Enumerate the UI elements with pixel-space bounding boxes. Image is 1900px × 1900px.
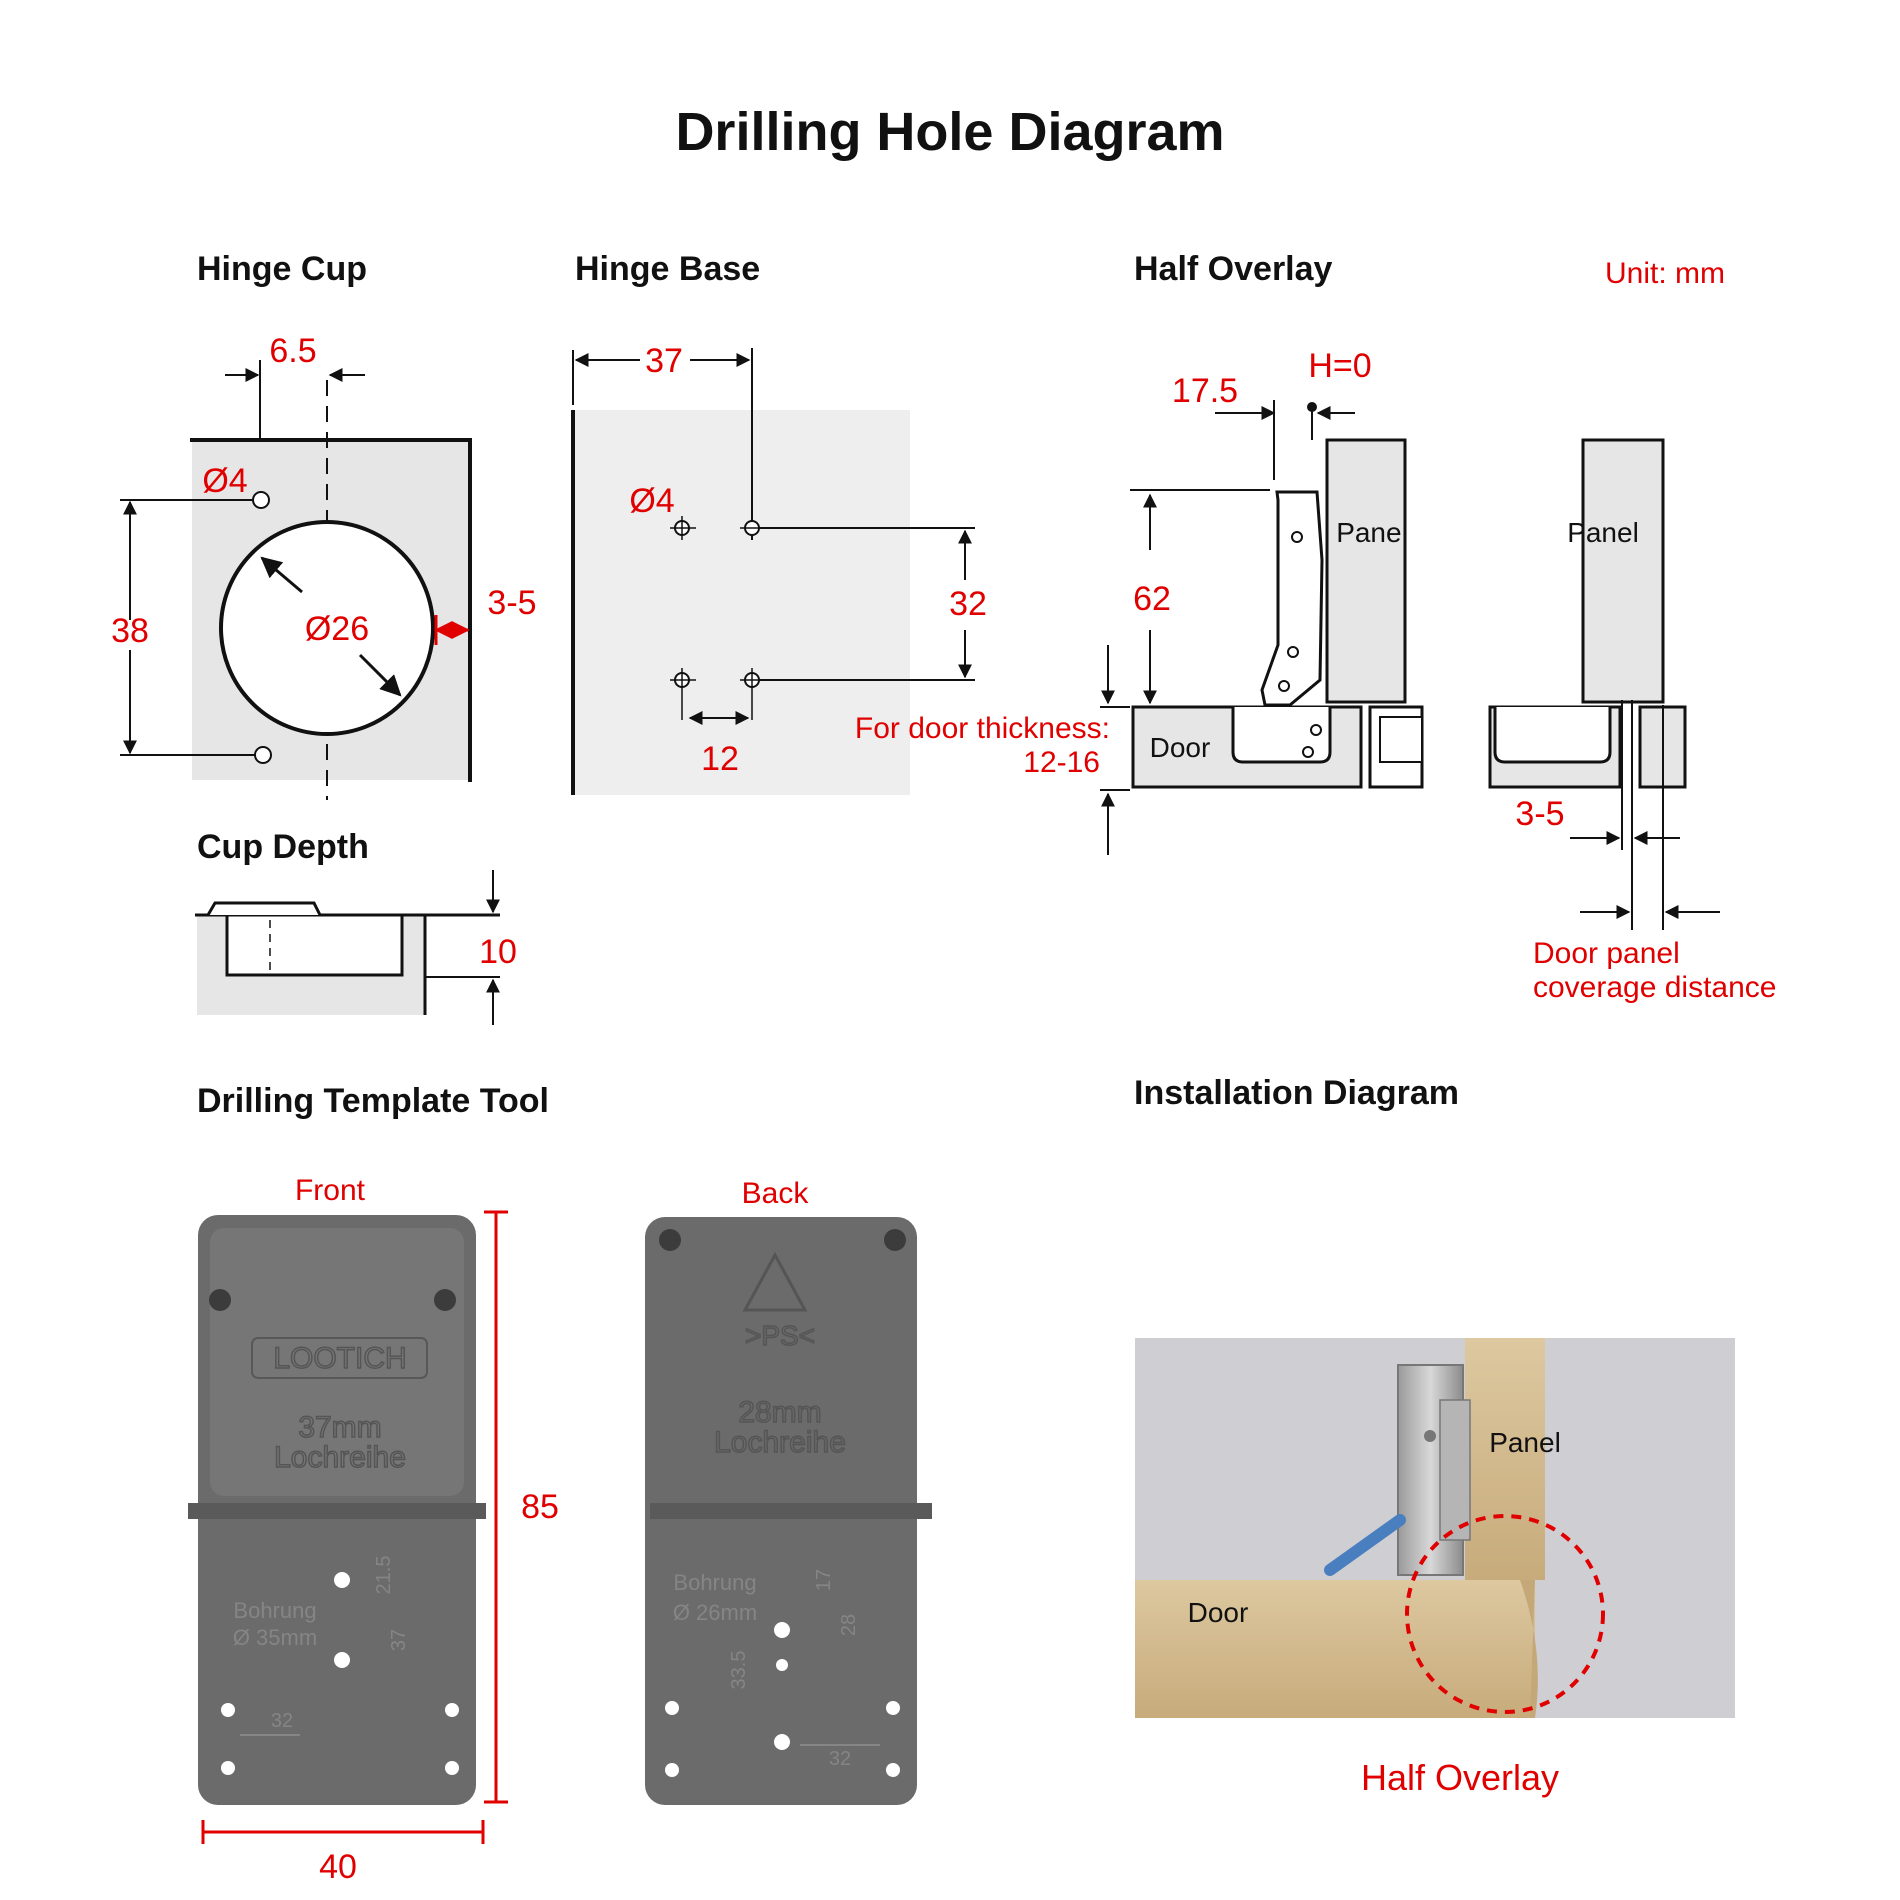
template-front-mark-37: 37 [388,1629,410,1651]
overlay-panel-label: Panel [1336,517,1408,548]
template-back-mark-32: 32 [829,1748,851,1770]
installation-caption: Half Overlay [1361,1757,1559,1798]
template-front-row-line1: 37mm [298,1411,381,1444]
template-back-mark-28: 28 [838,1614,860,1636]
template-back-mark-33: 33.5 [728,1651,750,1690]
dim-overlay-height: 62 [1133,580,1171,618]
installation-panel-board [1465,1338,1545,1580]
installation-section: Installation Diagram Panel Door Half Ove… [1134,1074,1735,1798]
dim-base-horizontal: 12 [701,740,739,778]
door-thickness-line1: For door thickness: [855,712,1110,745]
hinge-cup-section: Hinge Cup 6.5 Ø4 38 Ø26 3-5 [111,250,537,800]
coverage-line1: Door panel [1533,937,1680,970]
template-tool-heading: Drilling Template Tool [197,1082,549,1120]
screw-hole-top [252,491,270,509]
template-back-label: Back [742,1177,810,1210]
dim-cup-edge-distance: 3-5 [487,584,536,622]
template-back-bore-line2: Ø 26mm [673,1600,757,1625]
dim-base-width: 37 [645,342,683,380]
template-front-label: Front [295,1174,366,1207]
installation-panel-label: Panel [1489,1427,1561,1458]
hinge-cup-edge [190,438,472,782]
template-front-row-line2: Lochreihe [274,1441,406,1474]
template-tool-section: Drilling Template Tool Front Back LOOTIC… [188,1082,932,1886]
template-back-row-line1: 28mm [738,1396,821,1429]
template-back-recycle: >PS< [745,1320,815,1351]
dim-template-height: 85 [521,1488,559,1526]
coverage-panel-label: Panel [1567,517,1639,548]
template-front-bore-line2: Ø 35mm [233,1625,317,1650]
half-overlay-heading: Half Overlay [1134,250,1333,288]
dim-cup-height: 38 [111,612,149,650]
overlay-cabinet-panel [1325,438,1407,704]
base-hole-top-left [670,516,696,540]
template-front-brand: LOOTICH [273,1342,406,1375]
dim-base-hole: Ø4 [629,482,674,520]
template-back-row-line2: Lochreihe [714,1426,846,1459]
installation-heading: Installation Diagram [1134,1074,1459,1112]
unit-label: Unit: mm [1605,257,1725,290]
dim-cup-offset: 6.5 [269,332,316,370]
installation-door-label: Door [1188,1597,1249,1628]
template-front-bore-line1: Bohrung [233,1598,316,1623]
template-back-mark-17: 17 [813,1569,835,1591]
base-hole-bottom-left [670,668,696,720]
installation-highlight-circle [1405,1514,1605,1714]
screw-hole-bottom [254,746,272,764]
template-front-mark-21: 21.5 [373,1556,395,1595]
hinge-base-panel [573,410,910,795]
template-front: LOOTICH 37mm Lochreihe Bohrung Ø 35mm 32… [188,1215,486,1805]
coverage-cabinet-panel [1581,438,1665,704]
half-overlay-section: Half Overlay H=0 17.5 Panel 62 Door [855,250,1777,1004]
dim-overlay-h: H=0 [1308,347,1371,385]
template-back: >PS< 28mm Lochreihe Bohrung Ø 26mm 32 33… [645,1217,932,1805]
dim-cup-diameter: Ø26 [305,610,369,648]
template-back-bore-line1: Bohrung [673,1570,756,1595]
dim-base-vertical: 32 [949,585,987,623]
recycle-icon [742,1251,808,1312]
cup-depth-heading: Cup Depth [197,828,369,866]
template-front-mark-32: 32 [271,1710,293,1732]
cup-depth-section: Cup Depth 10 [195,828,517,1025]
hinge-base-heading: Hinge Base [575,250,760,288]
dim-overlay-offset: 17.5 [1172,372,1238,410]
dim-cup-screw-hole: Ø4 [202,462,247,500]
dim-template-width: 40 [319,1848,357,1886]
overlay-door-label: Door [1150,732,1211,763]
door-thickness-line2: 12-16 [1023,746,1100,779]
page-title: Drilling Hole Diagram [675,102,1224,162]
installation-door-board [1135,1580,1535,1718]
dim-overlay-gap: 3-5 [1515,795,1564,833]
hinge-base-section: Hinge Base 37 Ø4 32 12 [571,250,987,795]
cup-depth-bore [225,913,404,977]
dim-cup-depth: 10 [479,933,517,971]
coverage-line2: coverage distance [1533,971,1777,1004]
overlay-hinge-arm [1260,490,1324,707]
hinge-cup-heading: Hinge Cup [197,250,367,288]
